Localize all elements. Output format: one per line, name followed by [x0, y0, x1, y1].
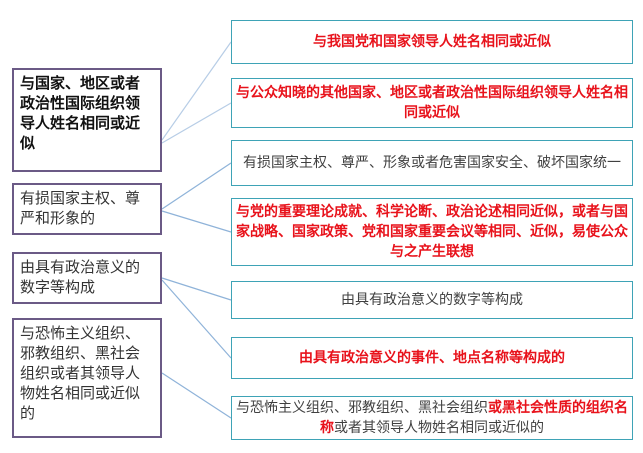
connector-line [161, 372, 232, 419]
right-item-6: 由具有政治意义的事件、地点名称等构成的 [231, 337, 633, 379]
right-item-3: 有损国家主权、尊严、形象或者危害国家安全、破坏国家统一 [231, 140, 633, 186]
left-category-2: 有损国家主权、尊严和形象的 [12, 183, 162, 235]
left-category-4: 与恐怖主义组织、邪教组织、黑社会组织或者其领导人物姓名相同或近似的 [12, 318, 162, 438]
connector-line [161, 102, 232, 144]
right-item-7-text: 与恐怖主义组织、邪教组织、黑社会组织或黑社会性质的组织名称或者其领导人物姓名相同… [236, 398, 628, 438]
right-item-7-part1: 与恐怖主义组织、邪教组织、黑社会组织 [236, 400, 488, 416]
right-item-5: 由具有政治意义的数字等构成 [231, 281, 633, 319]
left-category-1: 与国家、地区或者政治性国际组织领导人姓名相同或近似 [12, 68, 162, 172]
right-item-7-part3: 或者其领导人物姓名相同或近似的 [334, 420, 544, 436]
right-item-2: 与公众知晓的其他国家、地区或者政治性国际组织领导人姓名相同或近似 [231, 78, 633, 128]
right-item-7-highlight: 或黑社会性质的组织名称 [320, 400, 628, 436]
right-item-1: 与我国党和国家领导人姓名相同或近似 [231, 20, 633, 64]
right-item-7: 与恐怖主义组织、邪教组织、黑社会组织或黑社会性质的组织名称或者其领导人物姓名相同… [231, 396, 633, 440]
connector-line [161, 210, 232, 233]
connector-line [161, 162, 232, 210]
connector-line [161, 279, 232, 359]
connector-line [161, 277, 232, 301]
left-category-3: 由具有政治意义的数字等构成 [12, 252, 162, 304]
connector-line [161, 41, 232, 141]
right-item-4: 与党的重要理论成就、科学论断、政治论述相同近似，或者与国家战略、国家政策、党和国… [231, 198, 633, 266]
